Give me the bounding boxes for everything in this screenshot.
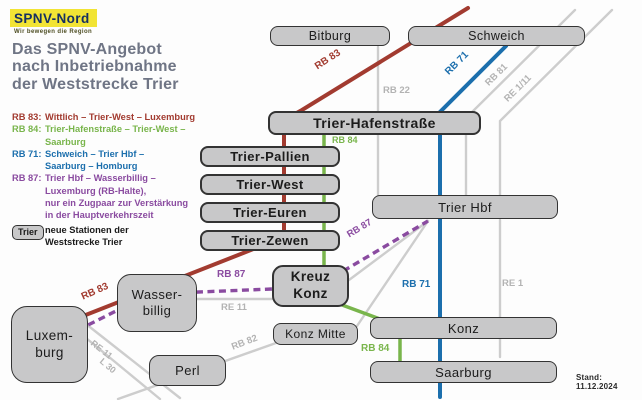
legend-rb87-desc: Trier Hbf – Wasserbillig – Luxemburg (RB… xyxy=(45,173,189,221)
legend-rb71: RB 71: Schweich – Trier Hbf – Saarburg –… xyxy=(12,148,198,173)
re1-11-line xyxy=(498,8,614,198)
rb87-line-label-west: RB 87 xyxy=(217,269,246,280)
hbf-konzmitte-line xyxy=(355,219,430,328)
legend-rb84: RB 84: Trier-Hafenstraße – Trier-West – … xyxy=(12,123,198,148)
page-title: Das SPNV-Angebot nach Inbetriebnahme der… xyxy=(12,41,179,93)
station-trier-hafenstrasse: Trier-Hafenstraße xyxy=(268,111,481,135)
station-saarburg: Saarburg xyxy=(370,361,557,383)
station-schweich: Schweich xyxy=(408,26,585,46)
legend-rb83: RB 83: Wittlich – Trier-West – Luxemburg xyxy=(12,111,198,123)
legend: RB 83: Wittlich – Trier-West – Luxemburg… xyxy=(12,111,198,248)
rb71-line-label-mid: RB 71 xyxy=(402,279,431,290)
stand-date: Stand: 11.12.2024 xyxy=(576,373,618,391)
re1-line-label: RE 1 xyxy=(502,278,524,289)
rb71-line xyxy=(438,44,508,399)
legend-new-stations: Trier neue Stationen der Weststrecke Tri… xyxy=(12,224,198,249)
station-bitburg: Bitburg xyxy=(270,26,390,46)
legend-rb84-desc: Trier-Hafenstraße – Trier-West – Saarbur… xyxy=(45,124,186,147)
station-trier-euren: Trier-Euren xyxy=(200,202,340,223)
rb84-line-label-north: RB 84 xyxy=(332,135,358,145)
hbf-kreuzkonz-line xyxy=(347,219,430,282)
spnv-logo-tagline: Wir bewegen die Region xyxy=(14,29,93,35)
station-kreuz-konz: Kreuz Konz xyxy=(272,265,349,307)
legend-new-station-chip: Trier xyxy=(12,224,44,240)
station-perl: Perl xyxy=(149,355,226,386)
spnv-logo-text: SPNV-Nord xyxy=(10,9,97,27)
title-line-1: Das SPNV-Angebot xyxy=(12,41,162,58)
legend-rb71-desc: Schweich – Trier Hbf – Saarburg – Hombur… xyxy=(45,148,145,172)
spnv-logo: SPNV-Nord Wir bewegen die Region xyxy=(10,9,97,35)
title-line-2: nach Inbetriebnahme xyxy=(12,58,177,76)
legend-rb83-desc: Wittlich – Trier-West – Luxemburg xyxy=(45,112,196,122)
station-trier-pallien: Trier-Pallien xyxy=(200,146,340,167)
rb84-line-label-south: RB 84 xyxy=(361,343,390,354)
legend-rb84-label: RB 84: xyxy=(12,124,42,135)
legend-rb87-label: RB 87: xyxy=(12,173,42,184)
station-trier-zewen: Trier-Zewen xyxy=(200,230,340,251)
legend-rb71-label: RB 71: xyxy=(12,148,42,159)
title-line-3: der Weststrecke Trier xyxy=(12,75,179,93)
legend-rb87: RB 87: Trier Hbf – Wasserbillig – Luxemb… xyxy=(12,172,198,221)
station-luxemburg: Luxem- burg xyxy=(11,306,88,383)
legend-rb83-label: RB 83: xyxy=(12,112,42,122)
rb22-line-label: RB 22 xyxy=(383,85,410,96)
station-trier-west: Trier-West xyxy=(200,174,340,195)
legend-new-stations-desc: neue Stationen der Weststrecke Trier xyxy=(45,224,129,247)
station-konz: Konz xyxy=(370,317,557,339)
re11-line-label-mid: RE 11 xyxy=(221,302,247,313)
station-trier-hbf: Trier Hbf xyxy=(372,195,558,219)
station-konz-mitte: Konz Mitte xyxy=(273,323,358,345)
station-wasserbillig: Wasser- billig xyxy=(117,274,197,332)
